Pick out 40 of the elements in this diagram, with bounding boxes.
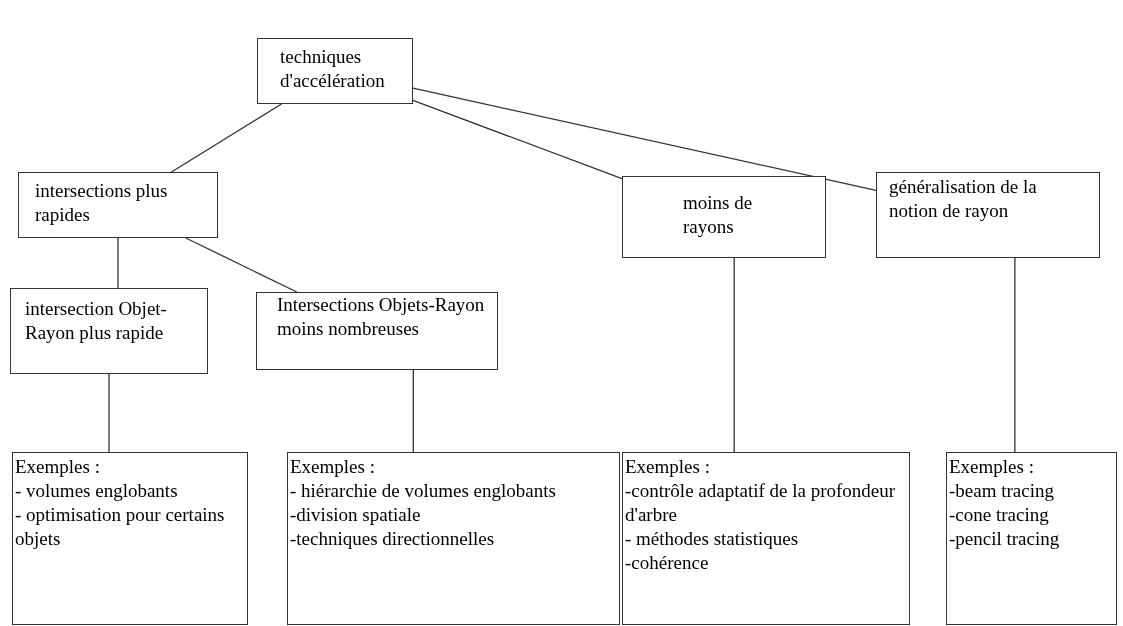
example-item: - hiérarchie de volumes englobants [290,479,556,503]
concept-label: généralisation de la notion de rayon [889,175,1038,223]
concept-box [876,172,1100,258]
example-item: -contrôle adaptatif de la profondeur d'arbre [625,479,897,527]
example-item: -cohérence [625,551,709,575]
example-item: -techniques directionnelles [290,527,495,551]
connector-line [117,237,119,289]
example-item: - volumes englobants [15,479,178,503]
concept-label: Intersections Objets-Rayon moins nombreuses [277,293,486,341]
connector-line [185,237,298,293]
concept-label: intersection Objet-Rayon plus rapide [25,297,168,345]
example-item: -division spatiale [290,503,421,527]
concept-label: moins de rayons [683,191,754,239]
connector-line [412,99,623,180]
example-item: -pencil tracing [949,527,1060,551]
connector-line [170,103,283,173]
examples-box [622,452,910,625]
example-item: - méthodes statistiques [625,527,799,551]
example-item: -cone tracing [949,503,1049,527]
concept-label: intersections plus rapides [35,179,169,227]
concept-box [622,176,826,258]
examples-box [946,452,1117,625]
examples-heading: Exemples : [15,455,100,479]
example-item: - optimisation pour certains objets [15,503,226,551]
concept-label: techniques d'accélération [280,45,386,93]
examples-box [12,452,248,625]
concept-box [18,172,218,238]
connector-line [733,257,735,453]
examples-heading: Exemples : [949,455,1034,479]
concept-box [257,38,413,104]
concept-box [256,292,498,370]
concept-box [10,288,208,374]
examples-box [287,452,620,625]
examples-heading: Exemples : [625,455,710,479]
connector-line [412,369,414,453]
connector-line [412,87,877,191]
example-item: -beam tracing [949,479,1054,503]
examples-heading: Exemples : [290,455,375,479]
connector-line [1014,257,1016,453]
connector-line [108,373,110,453]
